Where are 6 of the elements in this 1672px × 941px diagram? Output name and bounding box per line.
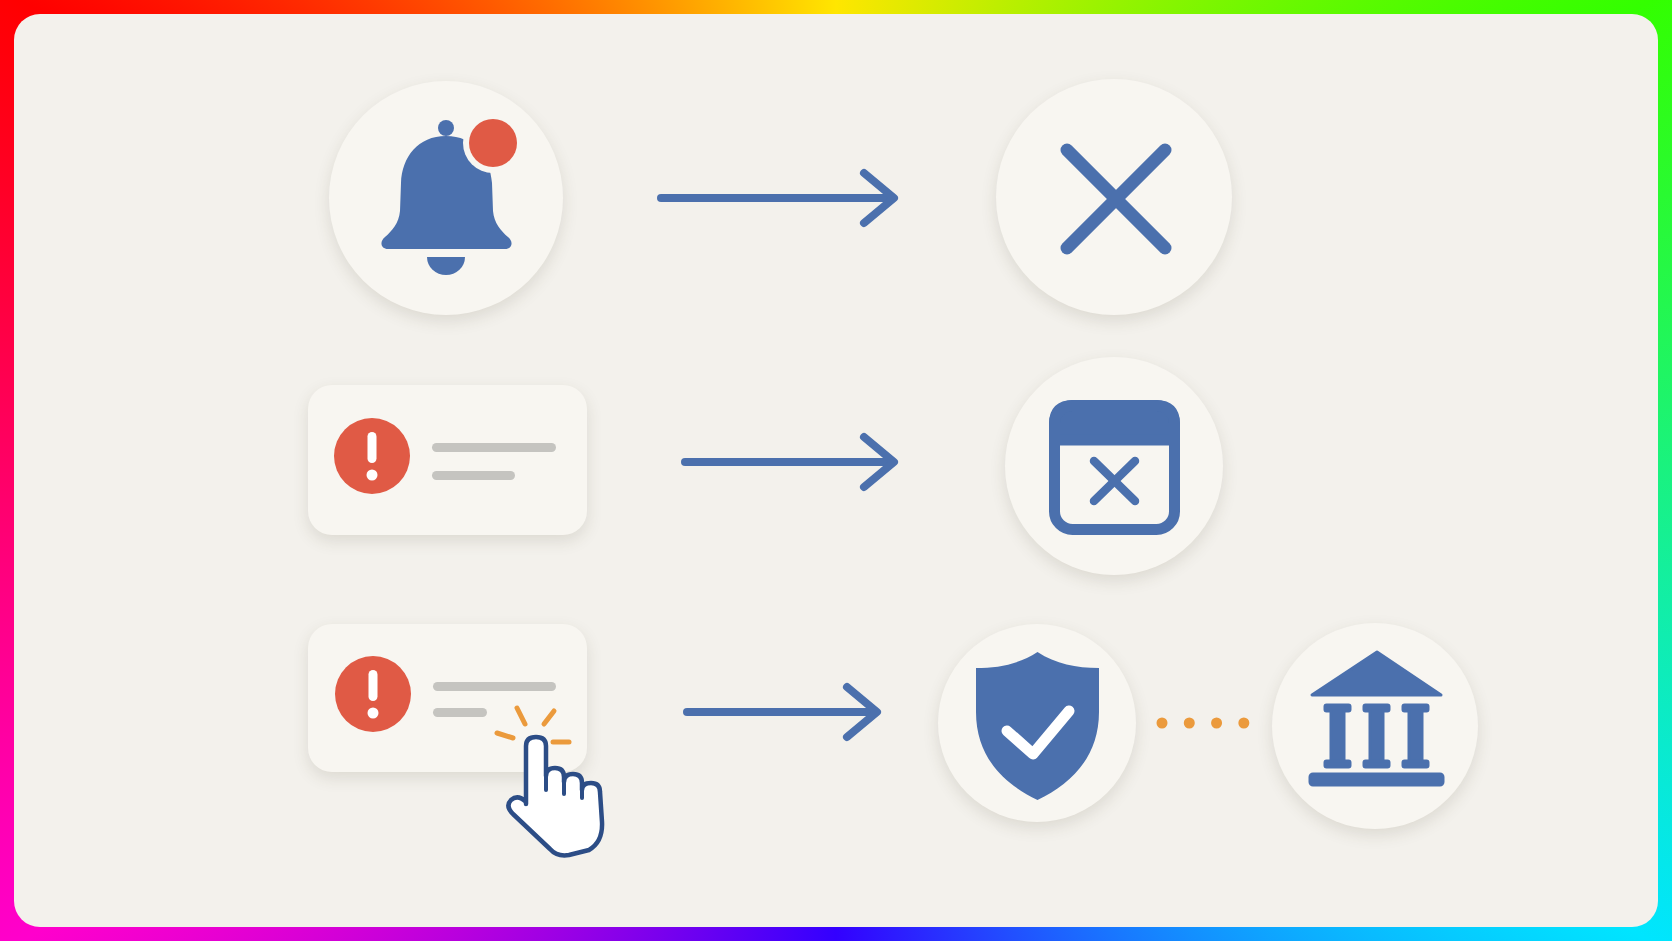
arrow: [683, 683, 881, 741]
arrow: [657, 169, 898, 227]
dotted-connector: [1156, 717, 1250, 729]
arrow: [681, 433, 898, 491]
alert-card: [308, 385, 587, 535]
alert-card: [308, 624, 587, 772]
